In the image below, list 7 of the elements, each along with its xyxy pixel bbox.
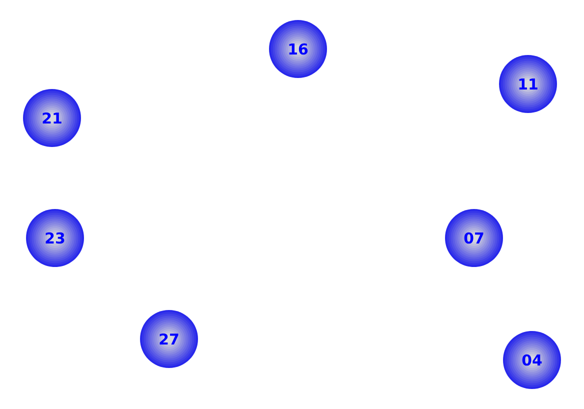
number-ball: 11	[499, 55, 557, 113]
number-ball: 23	[26, 209, 84, 267]
number-ball: 21	[23, 89, 81, 147]
number-ball: 07	[445, 209, 503, 267]
number-ball: 16	[269, 20, 327, 78]
number-ball: 27	[140, 310, 198, 368]
number-ball: 04	[503, 331, 561, 389]
